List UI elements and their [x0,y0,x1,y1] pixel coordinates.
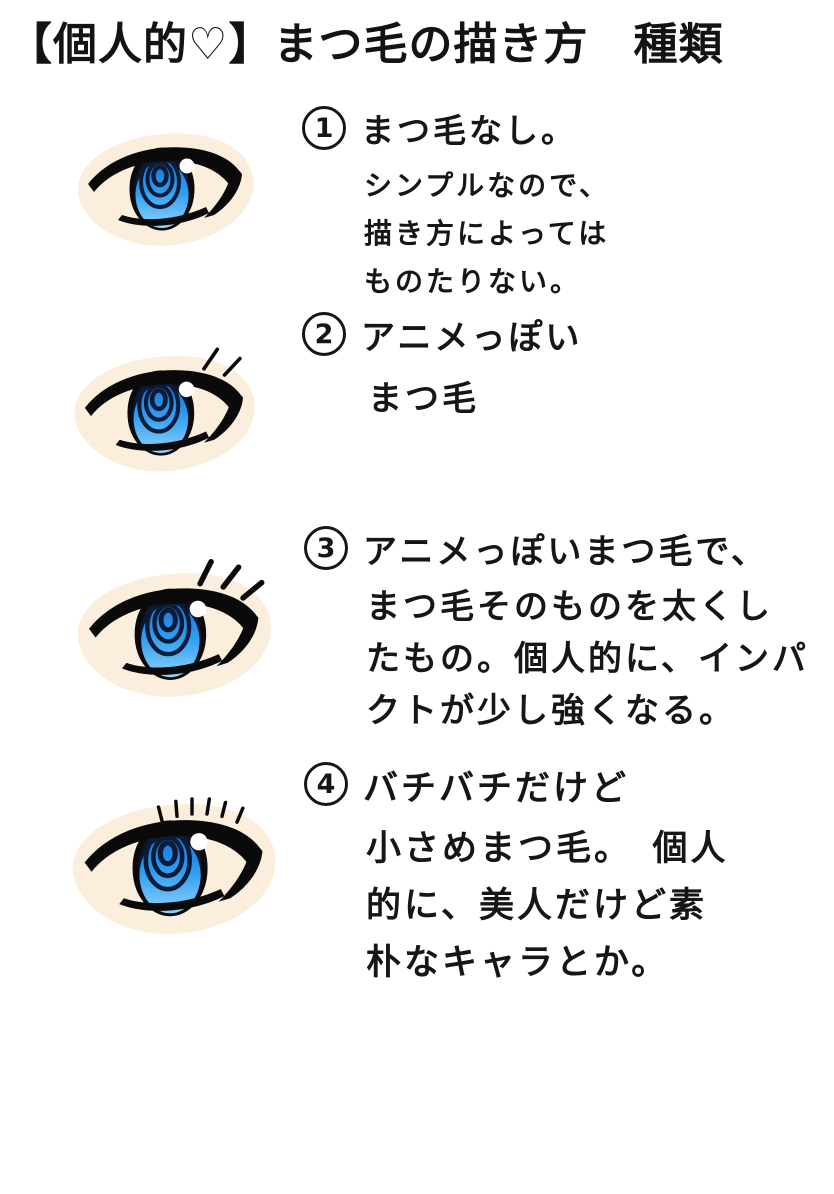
section-4-line-4: 朴なキャラとか。 [366,943,670,983]
section-2-anime-lashes: 2 アニメっぽい まつ毛 [302,310,782,417]
upper-eyelid [88,147,241,192]
section-1-line-4: ものたりない。 [364,265,582,298]
section-1-no-lashes: 1 まつ毛なし。 シンプルなので、 描き方によっては ものたりない。 [302,104,802,296]
lashes-small-row [156,797,245,824]
iris-ring-inner [149,388,168,412]
circled-number-1: 1 [302,106,346,150]
eye-illustration-no-lashes [77,133,254,246]
upper-eyelid [84,820,262,872]
lashes-three-thick [197,558,265,601]
lower-eyelid [118,207,209,226]
page-title: 【個人的♡】まつ毛の描き方 種類 [8,19,724,70]
section-4-line-1: バチバチだけど [363,769,630,809]
section-3-line-3: たもの。個人的に、インパ [366,639,809,679]
outer-corner-stroke [218,847,263,902]
iris-ring-inner [151,164,169,188]
iris-ring-inner [157,840,178,867]
iris-ring-middle [151,835,185,879]
lower-eyelid [115,431,210,451]
eye-highlight [178,381,195,398]
section-4-small-lashes: 4 バチバチだけど 小さめまつ毛。 個人 的に、美人だけど素 朴なキャラとか。 [304,760,832,982]
section-4-line-2: 小さめまつ毛。 個人 [366,829,729,869]
eye-illustration-small-flutter-lashes [72,797,276,934]
section-2-line-2: まつ毛 [368,379,479,419]
outer-corner-stroke [204,170,242,218]
section-4-heading: 4 バチバチだけど [304,760,832,811]
section-1-line-3: 描き方によっては [364,217,610,250]
outer-corner-stroke [216,614,259,667]
section-1-line-1: まつ毛なし。 [361,111,577,150]
lower-eyelid [119,889,225,911]
eye-illustration-anime-lashes [74,347,255,472]
eye-highlight [179,158,195,174]
section-2-heading: 2 アニメっぽい [302,310,782,359]
iris-ring-middle [143,383,174,422]
outer-corner-stroke [203,394,244,443]
eye-highlight [190,833,208,851]
section-3-heading: 3 アニメっぽいまつ毛で、 [304,524,832,573]
section-4-line-3: 的に、美人だけど素 [366,886,707,926]
iris-ring-middle [152,602,185,644]
circled-number-2: 2 [302,312,346,356]
lower-eyelid [122,654,223,675]
iris-ring-inner [158,607,178,633]
upper-eyelid [89,588,258,638]
section-3-thick-lashes: 3 アニメっぽいまつ毛で、 まつ毛そのものを太くし たもの。個人的に、インパ ク… [304,524,832,729]
section-3-line-1: アニメっぽいまつ毛で、 [363,532,768,572]
circled-number-4: 4 [304,762,348,806]
section-1-line-2: シンプルなので、 [364,169,611,202]
section-3-line-2: まつ毛そのものを太くし [366,587,773,627]
eye-illustration-thick-anime-lashes [77,558,271,697]
upper-eyelid [84,370,242,417]
iris-ring-middle [145,160,175,198]
lashes-two-long [202,347,242,377]
section-1-heading: 1 まつ毛なし。 [302,104,802,152]
eye-highlight [189,600,207,618]
section-2-line-1: アニメっぽい [361,318,583,358]
section-3-line-4: クトが少し強くなる。 [366,691,736,731]
circled-number-3: 3 [304,526,348,570]
